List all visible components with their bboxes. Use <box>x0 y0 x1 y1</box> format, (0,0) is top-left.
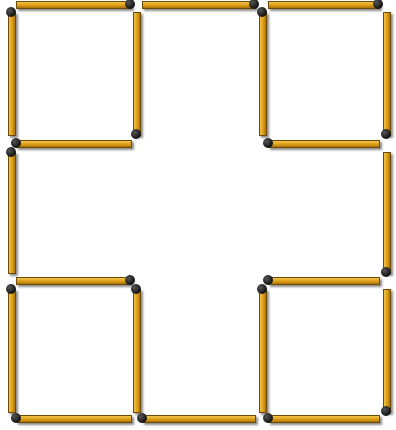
matchstick-body <box>16 1 132 9</box>
matchstick-body <box>142 1 256 9</box>
matchstick-head <box>263 413 273 423</box>
matchstick-head <box>131 129 141 139</box>
matchstick-body <box>383 152 391 274</box>
matchstick-head <box>131 284 141 294</box>
matchstick-head <box>263 275 273 285</box>
matchstick-body <box>383 12 391 136</box>
matchstick-body <box>16 277 132 285</box>
matchstick-body <box>142 415 256 423</box>
matchstick-head <box>125 0 135 9</box>
matchstick-head <box>6 7 16 17</box>
matchstick-body <box>8 152 16 274</box>
matchstick-head <box>263 138 273 148</box>
matchstick-body <box>259 12 267 136</box>
matchstick-head <box>257 7 267 17</box>
matchstick-body <box>16 140 132 148</box>
matchstick-head <box>257 284 267 294</box>
matchstick-body <box>133 12 141 136</box>
matchstick-head <box>373 0 383 9</box>
matchstick-body <box>383 289 391 413</box>
matchstick-body <box>8 289 16 413</box>
matchstick-body <box>16 415 132 423</box>
matchstick-head <box>381 129 391 139</box>
matchstick-head <box>137 413 147 423</box>
matchstick-head <box>11 413 21 423</box>
matchstick-head <box>381 406 391 416</box>
matchstick-body <box>259 289 267 413</box>
matchstick-body <box>133 289 141 413</box>
matchstick-head <box>6 284 16 294</box>
matchstick-body <box>268 1 380 9</box>
matchstick-body <box>268 277 380 285</box>
matchstick-body <box>268 415 380 423</box>
matchstick-head <box>6 147 16 157</box>
matchstick-body <box>8 12 16 136</box>
matchstick-body <box>268 140 380 148</box>
matchstick-head <box>381 267 391 277</box>
